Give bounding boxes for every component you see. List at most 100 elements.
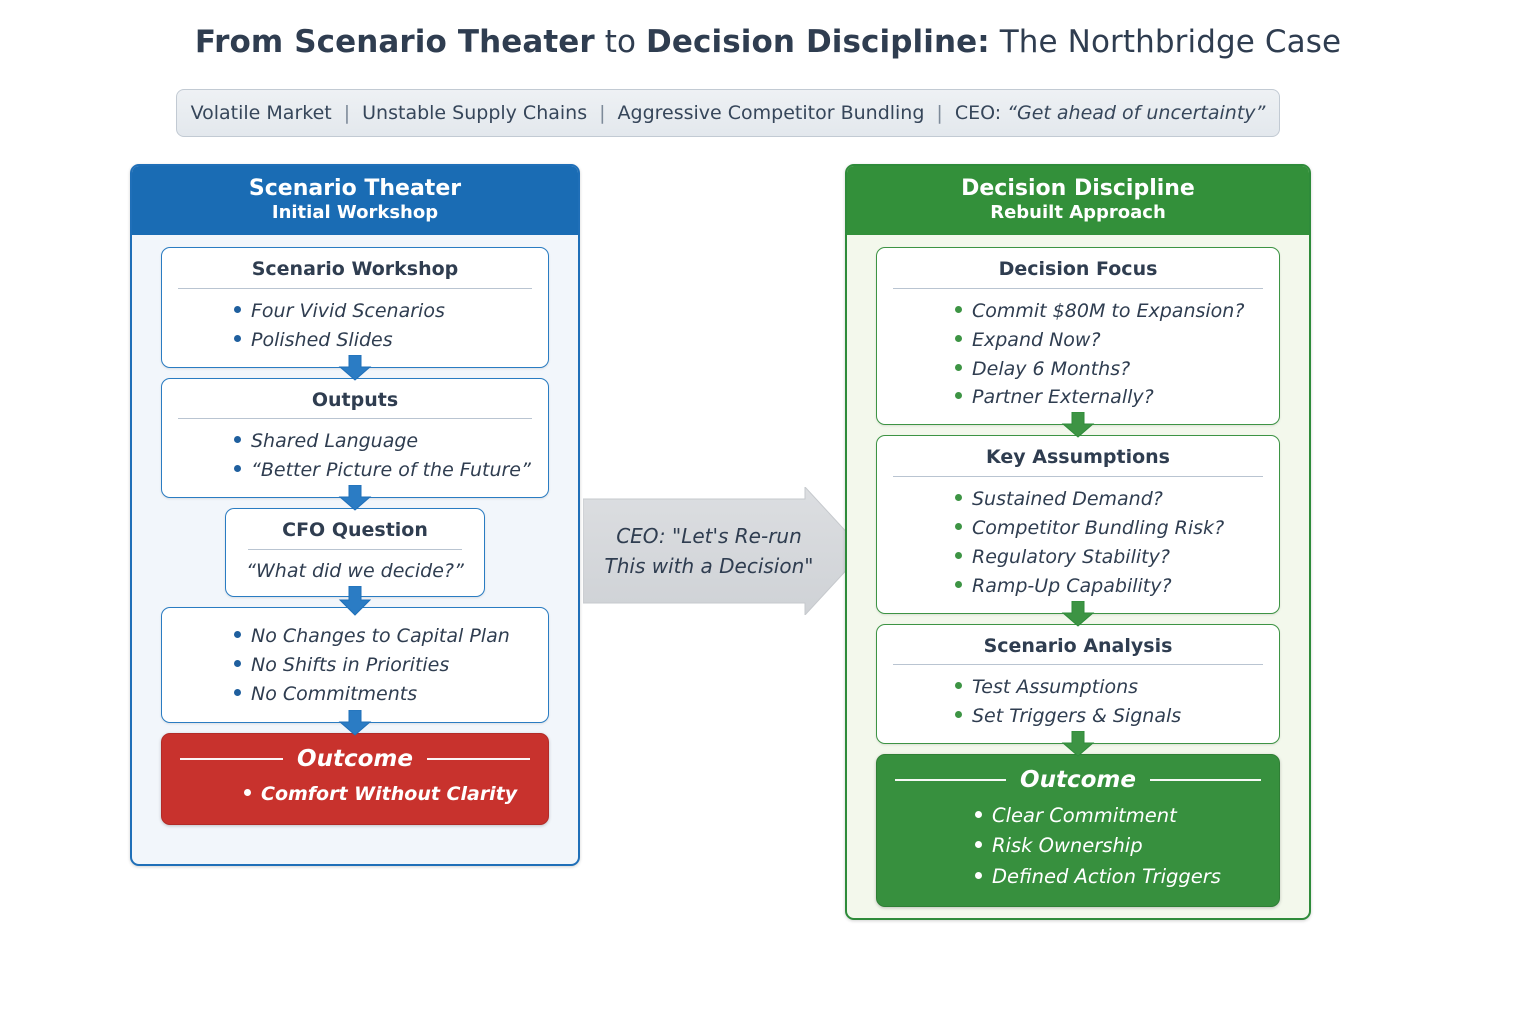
list-item: Expand Now? bbox=[877, 326, 1269, 355]
context-separator: | bbox=[936, 102, 943, 124]
list-item-label: “Better Picture of the Future” bbox=[251, 459, 531, 482]
card-key-assumptions[interactable]: Key Assumptions Sustained Demand? Compet… bbox=[876, 435, 1280, 627]
bullet-icon bbox=[234, 659, 241, 667]
context-item-ceo-quote: CEO: “Get ahead of uncertainty” bbox=[955, 102, 1266, 124]
bullet-icon bbox=[955, 392, 962, 400]
outcome-list: Comfort Without Clarity bbox=[162, 780, 548, 809]
list-item-label: Competitor Bundling Risk? bbox=[972, 516, 1225, 539]
list-item: Partner Externally? bbox=[877, 383, 1269, 412]
page-title: From Scenario Theater to Decision Discip… bbox=[0, 24, 1536, 60]
card-title: Key Assumptions bbox=[985, 446, 1170, 469]
panel-header-subtitle: Initial Workshop bbox=[271, 201, 439, 223]
arrow-down-icon bbox=[338, 354, 372, 381]
bullet-icon bbox=[234, 334, 241, 342]
bullet-icon bbox=[234, 688, 241, 696]
panel-header-decision-discipline: Decision Discipline Rebuilt Approach bbox=[847, 166, 1309, 236]
bullet-icon bbox=[975, 841, 982, 849]
panel-header-title: Scenario Theater bbox=[248, 176, 462, 201]
card-divider bbox=[893, 664, 1263, 666]
ceo-quote-text: “Get ahead of uncertainty” bbox=[1007, 102, 1266, 124]
list-item-label: No Commitments bbox=[251, 682, 418, 705]
card-no-changes[interactable]: No Changes to Capital Plan No Shifts in … bbox=[161, 606, 549, 737]
panel-header-title: Decision Discipline bbox=[961, 176, 1195, 201]
list-item-label: Defined Action Triggers bbox=[992, 864, 1221, 888]
card-scenario-workshop[interactable]: Scenario Workshop Four Vivid Scenarios P… bbox=[161, 247, 549, 381]
bullet-icon bbox=[955, 363, 962, 371]
list-item-label: Delay 6 Months? bbox=[972, 357, 1131, 380]
bullet-icon bbox=[955, 711, 962, 719]
bullet-icon bbox=[234, 465, 241, 473]
list-item-label: Test Assumptions bbox=[972, 676, 1139, 699]
list-item: No Commitments bbox=[162, 680, 538, 709]
bullet-icon bbox=[955, 682, 962, 690]
list-item: No Shifts in Priorities bbox=[162, 651, 538, 680]
arrow-down-icon bbox=[338, 585, 372, 616]
panel-body-scenario-theater: Scenario Workshop Four Vivid Scenarios P… bbox=[132, 235, 578, 825]
context-separator: | bbox=[343, 102, 351, 124]
bullet-icon bbox=[955, 494, 962, 502]
context-item-volatile-market: Volatile Market bbox=[190, 102, 332, 124]
list-item-label: Ramp-Up Capability? bbox=[972, 574, 1172, 597]
outcome-header: Outcome bbox=[877, 767, 1279, 801]
arrow-down-icon bbox=[338, 485, 372, 511]
card-decision-focus[interactable]: Decision Focus Commit $80M to Expansion?… bbox=[876, 247, 1280, 439]
outcome-rule-left bbox=[895, 779, 1007, 782]
arrow-down-icon bbox=[1061, 412, 1095, 439]
list-item: Sustained Demand? bbox=[877, 485, 1269, 514]
context-separator: | bbox=[599, 102, 606, 124]
panel-decision-discipline: Decision Discipline Rebuilt Approach Dec… bbox=[845, 164, 1311, 920]
list-item: Shared Language bbox=[162, 427, 538, 456]
list-item: No Changes to Capital Plan bbox=[162, 622, 538, 651]
card-scenario-analysis[interactable]: Scenario Analysis Test Assumptions Set T… bbox=[876, 623, 1280, 757]
list-item: Commit $80M to Expansion? bbox=[877, 297, 1269, 326]
list-item-label: No Shifts in Priorities bbox=[251, 653, 450, 676]
list-item: Comfort Without Clarity bbox=[162, 780, 548, 809]
bullet-icon bbox=[955, 334, 962, 342]
outcome-card-decision-discipline[interactable]: Outcome Clear Commitment Risk Ownership … bbox=[876, 754, 1280, 907]
list-item: Four Vivid Scenarios bbox=[162, 297, 538, 326]
bullet-icon bbox=[955, 551, 962, 559]
bullet-icon bbox=[234, 436, 241, 444]
outcome-card-comfort-without-clarity[interactable]: Outcome Comfort Without Clarity bbox=[161, 733, 549, 825]
card-cfo-question[interactable]: CFO Question “What did we decide?” bbox=[225, 508, 485, 616]
transition-arrow: CEO: "Let's Re-run This with a Decision" bbox=[583, 487, 865, 615]
card-divider bbox=[893, 287, 1263, 289]
title-part-4: The Northbridge Case bbox=[989, 24, 1342, 60]
list-item: Defined Action Triggers bbox=[877, 862, 1279, 892]
list-item-label: Set Triggers & Signals bbox=[972, 705, 1182, 728]
outcome-label: Outcome bbox=[1020, 767, 1136, 794]
card-list: Shared Language “Better Picture of the F… bbox=[162, 427, 548, 485]
outcome-rule-left bbox=[180, 758, 284, 761]
card-list: Test Assumptions Set Triggers & Signals bbox=[877, 673, 1279, 731]
panel-header-scenario-theater: Scenario Theater Initial Workshop bbox=[132, 166, 578, 236]
list-item-label: Commit $80M to Expansion? bbox=[972, 299, 1245, 322]
arrow-down-icon bbox=[1061, 600, 1095, 627]
list-item-label: No Changes to Capital Plan bbox=[251, 624, 510, 647]
title-part-3: Decision Discipline: bbox=[646, 24, 990, 60]
card-list: Sustained Demand? Competitor Bundling Ri… bbox=[877, 485, 1279, 601]
cfo-question-quote: “What did we decide?” bbox=[246, 559, 464, 582]
context-bar: Volatile Market | Unstable Supply Chains… bbox=[176, 89, 1280, 137]
list-item: Ramp-Up Capability? bbox=[877, 572, 1269, 601]
list-item: Risk Ownership bbox=[877, 831, 1279, 861]
card-outputs[interactable]: Outputs Shared Language “Better Picture … bbox=[161, 377, 549, 511]
card-divider bbox=[893, 476, 1263, 478]
arrow-down-icon bbox=[338, 710, 372, 737]
panel-header-subtitle: Rebuilt Approach bbox=[990, 201, 1166, 223]
arrow-down-icon bbox=[1061, 731, 1095, 757]
panel-body-decision-discipline: Decision Focus Commit $80M to Expansion?… bbox=[847, 235, 1309, 907]
list-item-label: Risk Ownership bbox=[992, 834, 1143, 858]
list-item: Test Assumptions bbox=[877, 673, 1269, 702]
ceo-prefix: CEO: bbox=[954, 102, 1008, 124]
outcome-label: Outcome bbox=[297, 746, 413, 773]
list-item-label: Four Vivid Scenarios bbox=[251, 299, 445, 322]
outcome-rule-right bbox=[1149, 779, 1262, 782]
card-divider bbox=[178, 418, 532, 420]
transition-arrow-line-2: This with a Decision" bbox=[604, 554, 814, 578]
bullet-icon bbox=[975, 871, 982, 879]
list-item-label: Sustained Demand? bbox=[972, 488, 1163, 511]
transition-arrow-label: CEO: "Let's Re-run This with a Decision" bbox=[583, 487, 835, 615]
bullet-icon bbox=[955, 305, 962, 313]
list-item-label: Partner Externally? bbox=[972, 386, 1154, 409]
